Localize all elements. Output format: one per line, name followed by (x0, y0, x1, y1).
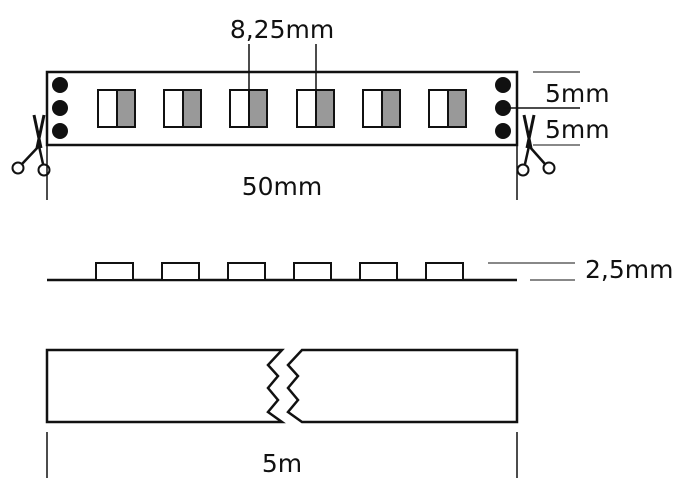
strip-side-view (47, 262, 517, 282)
segment-length-dimension: 50mm (46, 145, 518, 201)
total-length-label: 5m (262, 449, 302, 478)
segment-length-label: 50mm (242, 172, 323, 201)
led-chip (428, 89, 467, 128)
led-profile (95, 262, 134, 281)
total-length-dimension: 5m (46, 432, 518, 478)
left-solder-pads (52, 77, 68, 139)
pitch-label: 8,25mm (230, 15, 334, 44)
scissors-icon (516, 114, 556, 177)
led-chip (296, 89, 335, 128)
led-profile (161, 262, 200, 281)
pad-spacing-top-label: 5mm (545, 79, 610, 108)
led-profile (425, 262, 464, 281)
scissors-icon (11, 114, 51, 177)
height-label: 2,5mm (585, 255, 673, 284)
led-profile (293, 262, 332, 281)
pitch-dimension: 8,25mm (230, 15, 334, 108)
strip-full-length (45, 348, 519, 424)
pad-spacing-bottom-label: 5mm (545, 115, 610, 144)
solder-pad (495, 77, 511, 93)
led-profile (359, 262, 398, 281)
led-chip (362, 89, 401, 128)
led-row (97, 89, 467, 128)
solder-pad (495, 123, 511, 139)
led-profile (227, 262, 266, 281)
solder-pad (52, 123, 68, 139)
led-chip (97, 89, 136, 128)
solder-pad (52, 77, 68, 93)
solder-pad (52, 100, 68, 116)
height-dimension: 2,5mm (488, 255, 673, 284)
led-chip (163, 89, 202, 128)
pad-spacing-dimension: 5mm 5mm (503, 71, 610, 146)
